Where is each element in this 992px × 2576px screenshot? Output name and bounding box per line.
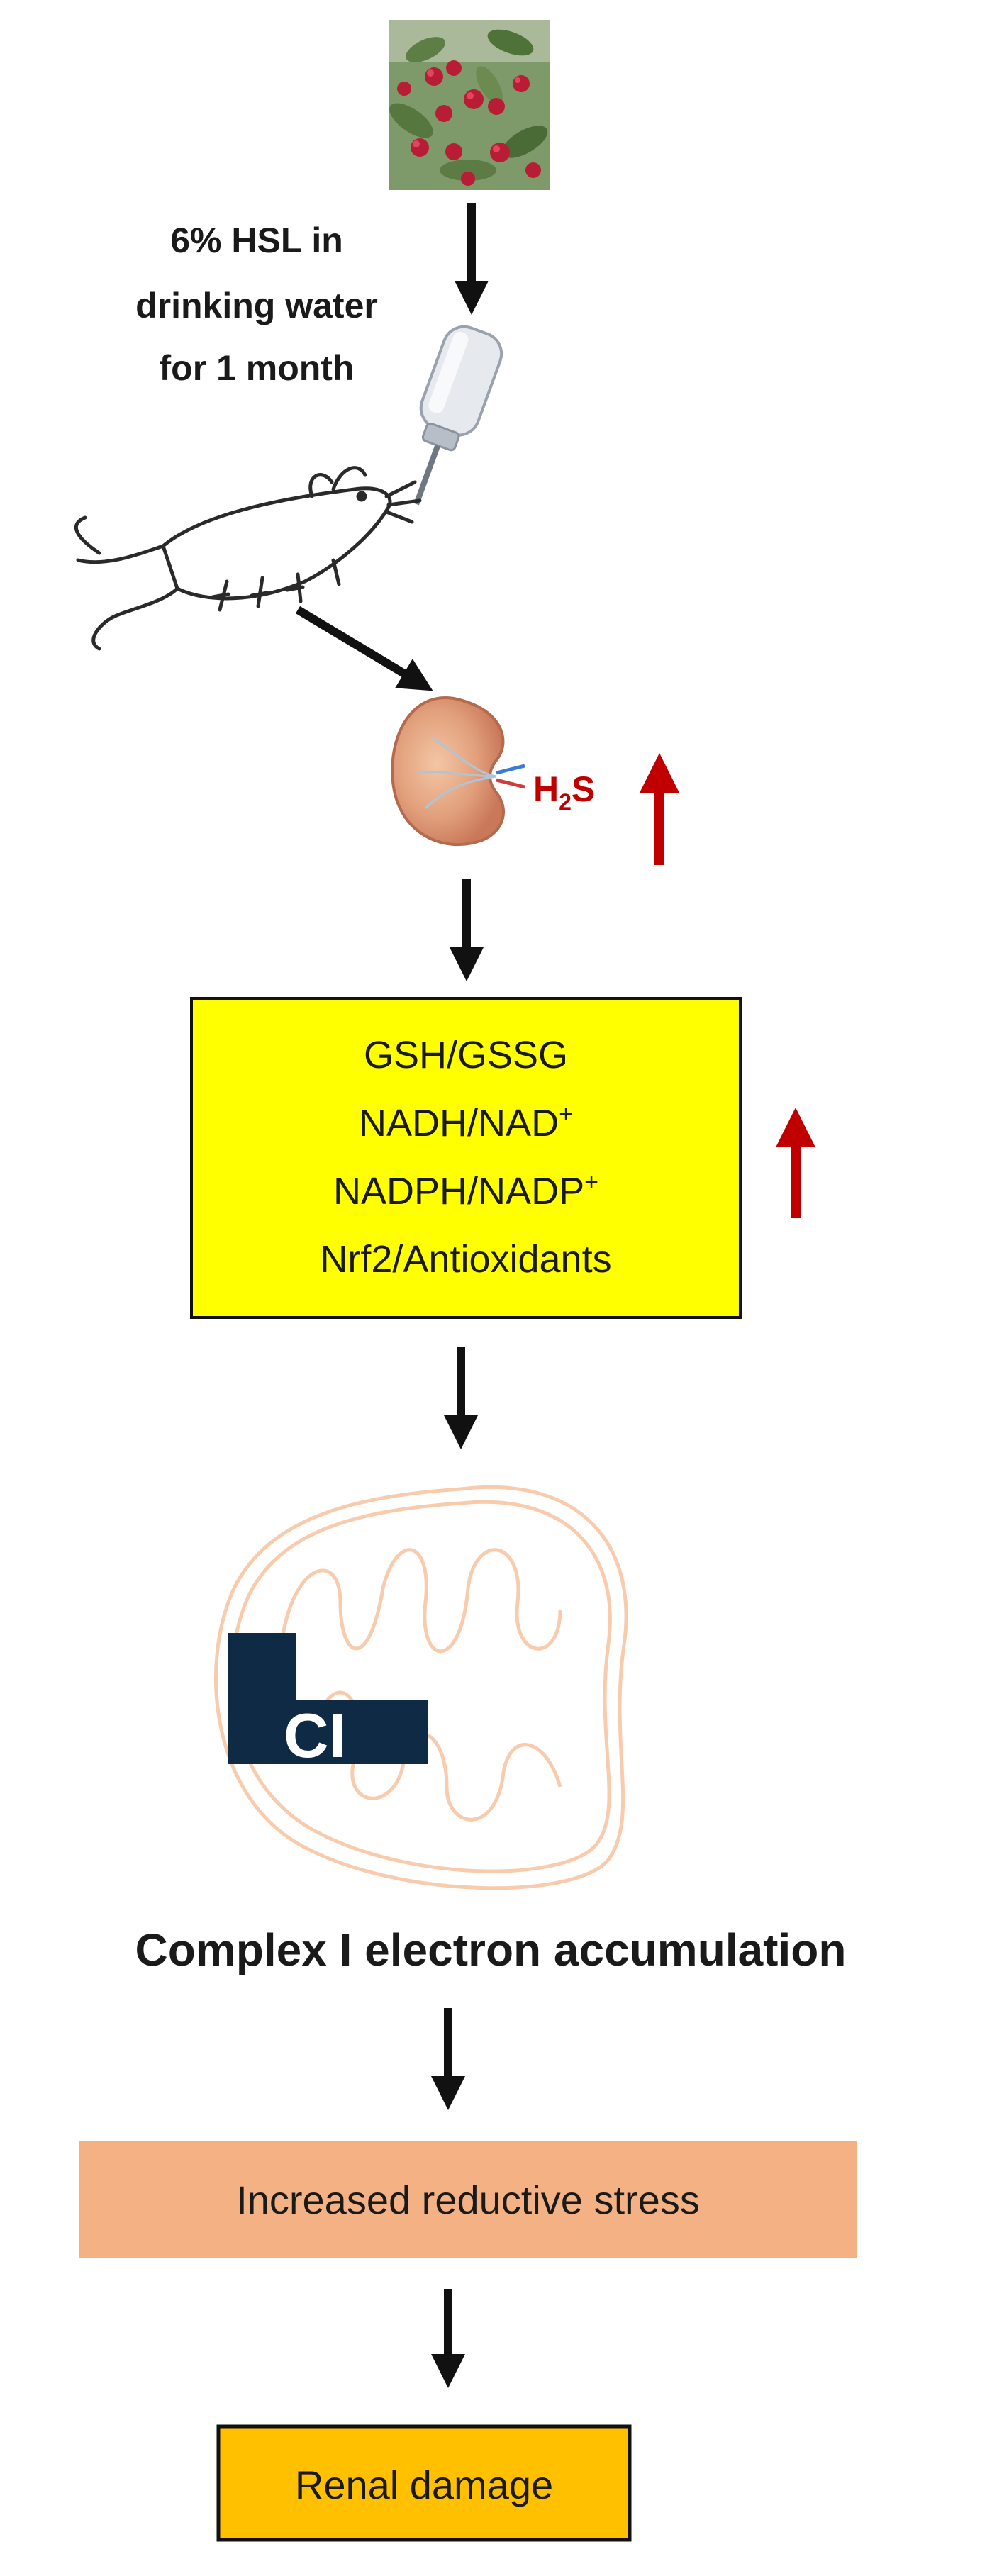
- arrow-mouse-to-kidney: [295, 606, 433, 691]
- reductive-stress-label: Increased reductive stress: [236, 2178, 700, 2222]
- renal-damage-label: Renal damage: [295, 2463, 553, 2507]
- complex-i-badge: CI: [284, 1700, 346, 1771]
- treatment-line-1: 6% HSL in: [170, 221, 343, 260]
- treatment-line-2: drinking water: [135, 286, 378, 325]
- redox-line-3: NADPH/NADP+: [333, 1169, 598, 1212]
- redox-line-2: NADH/NAD+: [359, 1100, 573, 1144]
- hibiscus-plant-photo: [389, 20, 550, 190]
- kidney-icon: [391, 696, 525, 847]
- redox-line-4: Nrf2/Antioxidants: [320, 1238, 611, 1281]
- redox-line-1: GSH/GSSG: [364, 1034, 568, 1076]
- reductive-stress-box: [79, 2141, 857, 2258]
- complex-i-caption: Complex I electron accumulation: [135, 1924, 847, 1975]
- renal-damage-box: [216, 2424, 632, 2542]
- water-bottle-icon: [413, 325, 503, 506]
- redox-box: [190, 997, 742, 1319]
- mouse-icon: [74, 466, 422, 651]
- complex-i-icon: [228, 1633, 428, 1764]
- treatment-line-3: for 1 month: [160, 348, 355, 388]
- h2s-label: H2S: [533, 769, 595, 815]
